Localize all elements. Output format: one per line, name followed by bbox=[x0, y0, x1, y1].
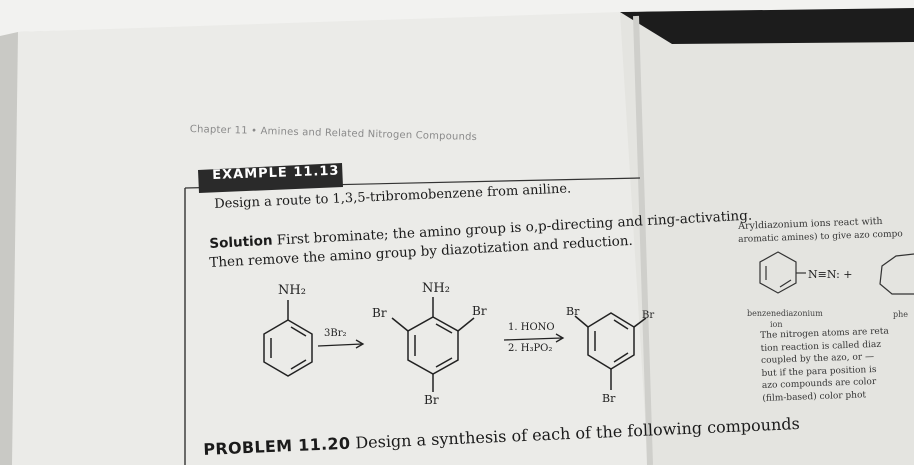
ion-label: ion bbox=[770, 320, 783, 329]
phenol-label-cut: phe bbox=[893, 310, 909, 319]
tribromobenzene-structure bbox=[574, 312, 647, 390]
solution-heading: Solution bbox=[209, 232, 273, 252]
page-top-dark-edge bbox=[620, 6, 914, 44]
right-paragraph: The nitrogen atoms are reta tion reactio… bbox=[760, 326, 891, 405]
left-page bbox=[12, 8, 652, 465]
arrow-2 bbox=[503, 333, 565, 343]
reagent-hono: 1. HONO bbox=[508, 322, 555, 333]
arrow-1 bbox=[317, 339, 365, 349]
product-br-bottom: Br bbox=[602, 392, 616, 405]
intermediate-nh2-label: NH₂ bbox=[422, 281, 450, 296]
reagent-h3po2: 2. H₃PO₂ bbox=[508, 343, 553, 354]
benzenediazonium-label: benzenediazonium bbox=[747, 309, 823, 318]
tribromoaniline-structure bbox=[391, 297, 475, 392]
phenol-partial-structure bbox=[879, 253, 914, 295]
aniline-structure bbox=[263, 300, 313, 377]
benzenediazonium-structure bbox=[759, 251, 806, 294]
example-tab bbox=[198, 163, 343, 193]
product-br-top-left: Br bbox=[566, 305, 580, 318]
diazo-formula: N≡N: + bbox=[808, 268, 853, 281]
right-page bbox=[620, 8, 914, 465]
intermediate-br-left: Br bbox=[372, 306, 387, 320]
product-br-top-right: Br bbox=[642, 310, 655, 321]
intermediate-br-right: Br bbox=[472, 304, 487, 318]
intermediate-br-bottom: Br bbox=[424, 393, 439, 407]
reagent-bromine: 3Br₂ bbox=[324, 328, 347, 339]
aniline-nh2-label: NH₂ bbox=[278, 283, 306, 298]
